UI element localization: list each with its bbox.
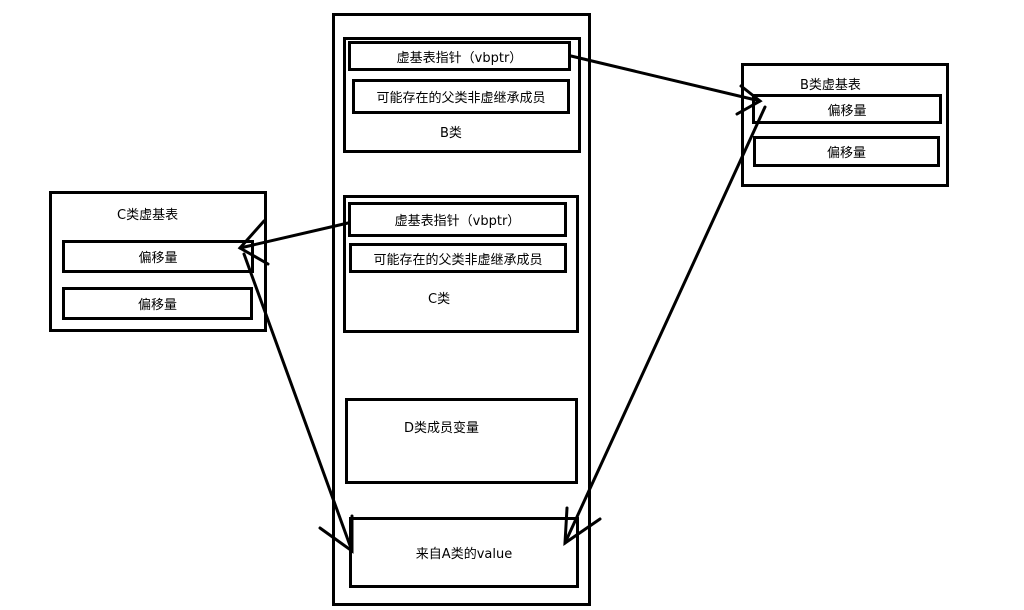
a-value-label: 来自A类的value: [415, 547, 513, 562]
c-vtable-entry-1: 偏移量: [62, 240, 254, 273]
c-vbptr-label: 虚基表指针（vbptr）: [394, 214, 521, 229]
b-vtable-title: B类虚基表: [800, 78, 861, 93]
arrow-b-vtable-to-a-value: [563, 105, 767, 545]
b-vtable-entry-1-label: 偏移量: [827, 103, 867, 119]
b-vbptr-cell: 虚基表指针（vbptr）: [348, 41, 571, 71]
d-members-label: D类成员变量: [404, 421, 480, 436]
b-members-cell: 可能存在的父类非虚继承成员: [352, 79, 570, 114]
c-vbptr-cell: 虚基表指针（vbptr）: [348, 202, 567, 237]
arrow-b-vbptr-to-b-vtable: [569, 54, 762, 103]
b-vtable-entry-2-label: 偏移量: [826, 146, 866, 161]
c-class-label: C类: [428, 292, 451, 307]
a-value-cell: 来自A类的value: [349, 517, 579, 588]
c-vtable-entry-2: 偏移量: [62, 287, 253, 320]
b-members-label: 可能存在的父类非虚继承成员: [376, 91, 546, 106]
c-vtable-title: C类虚基表: [117, 208, 179, 223]
d-members-cell: [345, 398, 578, 484]
c-members-label: 可能存在的父类非虚继承成员: [373, 252, 543, 268]
b-vtable-entry-2: 偏移量: [753, 136, 940, 167]
b-class-label: B类: [440, 126, 462, 141]
b-vtable-entry-1: 偏移量: [752, 94, 942, 124]
c-members-cell: 可能存在的父类非虚继承成员: [349, 243, 567, 273]
b-vbptr-label: 虚基表指针（vbptr）: [396, 50, 523, 66]
c-vtable-entry-2-label: 偏移量: [137, 298, 177, 313]
c-vtable-entry-1-label: 偏移量: [138, 251, 178, 266]
